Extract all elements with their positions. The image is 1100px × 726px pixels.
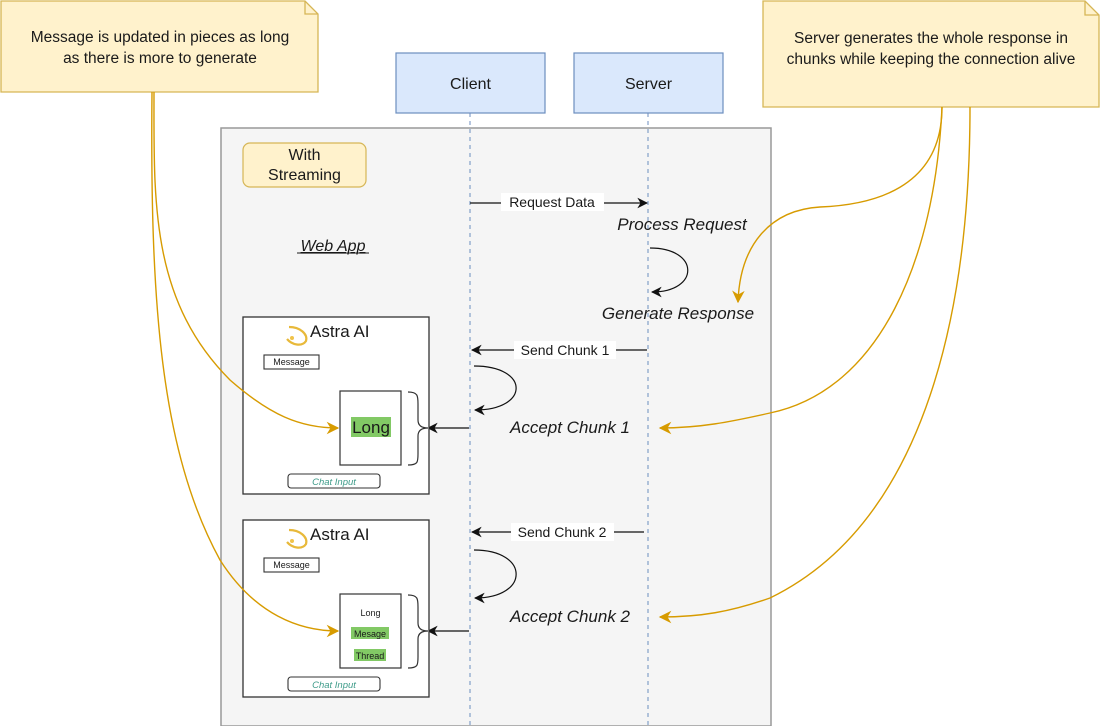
badge-line-2: Streaming <box>268 167 341 184</box>
chat-input-field[interactable] <box>287 676 381 692</box>
app-title: Astra AI <box>310 322 370 341</box>
thread-brace <box>407 594 429 669</box>
generate-response-label: Generate Response <box>602 304 754 323</box>
chat-input-placeholder: Chat Input <box>312 680 356 691</box>
send-chunk-1-label: Send Chunk 1 <box>521 342 610 358</box>
right-note-connector-3 <box>658 106 971 624</box>
right-note-connector-2 <box>658 106 943 435</box>
app-title: Astra AI <box>310 525 370 544</box>
thread-brace <box>407 391 429 466</box>
note-right: Server generates the whole response in c… <box>762 0 1100 108</box>
client-self-loop-1 <box>473 365 517 416</box>
request-data-label: Request Data <box>509 194 595 210</box>
accept-chunk-2-label: Accept Chunk 2 <box>509 607 631 626</box>
left-note-connector-1 <box>153 91 340 435</box>
accept-chunk-1-label: Accept Chunk 1 <box>509 418 630 437</box>
chat-input-field[interactable] <box>287 473 381 489</box>
note-right-line-1: Server generates the whole response in <box>794 30 1068 47</box>
actor-server[interactable]: Server <box>573 52 724 114</box>
chat-input-placeholder: Chat Input <box>312 477 356 488</box>
actor-client[interactable]: Client <box>395 52 546 114</box>
message-label: Message <box>273 560 310 570</box>
thread-line-1: Long <box>360 608 380 618</box>
client-self-loop-2 <box>473 549 517 604</box>
thread-line-1: Long <box>352 418 390 437</box>
process-request-label: Process Request <box>617 215 748 234</box>
actor-client-label: Client <box>450 76 491 93</box>
thread-line-2: Mesage <box>354 629 386 639</box>
left-note-connector-2 <box>151 91 340 638</box>
badge-line-1: With <box>289 147 321 164</box>
note-left: Message is updated in pieces as long as … <box>0 0 319 93</box>
thread-line-3: Thread <box>356 651 385 661</box>
message-label: Message <box>273 357 310 367</box>
note-right-line-2: chunks while keeping the connection aliv… <box>787 51 1076 68</box>
app-mockup-1: Astra AI Message Long Chat Input <box>242 316 430 495</box>
actor-server-label: Server <box>625 76 673 93</box>
server-self-loop <box>649 247 689 298</box>
note-left-line-2: as there is more to generate <box>63 50 257 67</box>
right-note-connector-1 <box>732 106 943 304</box>
astra-logo-icon <box>286 325 308 346</box>
send-chunk-2-label: Send Chunk 2 <box>518 524 607 540</box>
web-app-label: Web App <box>301 238 366 255</box>
astra-logo-icon <box>286 528 308 549</box>
app-mockup-2: Astra AI Message Long Mesage Thread Chat… <box>242 519 430 698</box>
with-streaming-badge: With Streaming <box>242 142 367 188</box>
note-left-line-1: Message is updated in pieces as long <box>31 29 290 46</box>
